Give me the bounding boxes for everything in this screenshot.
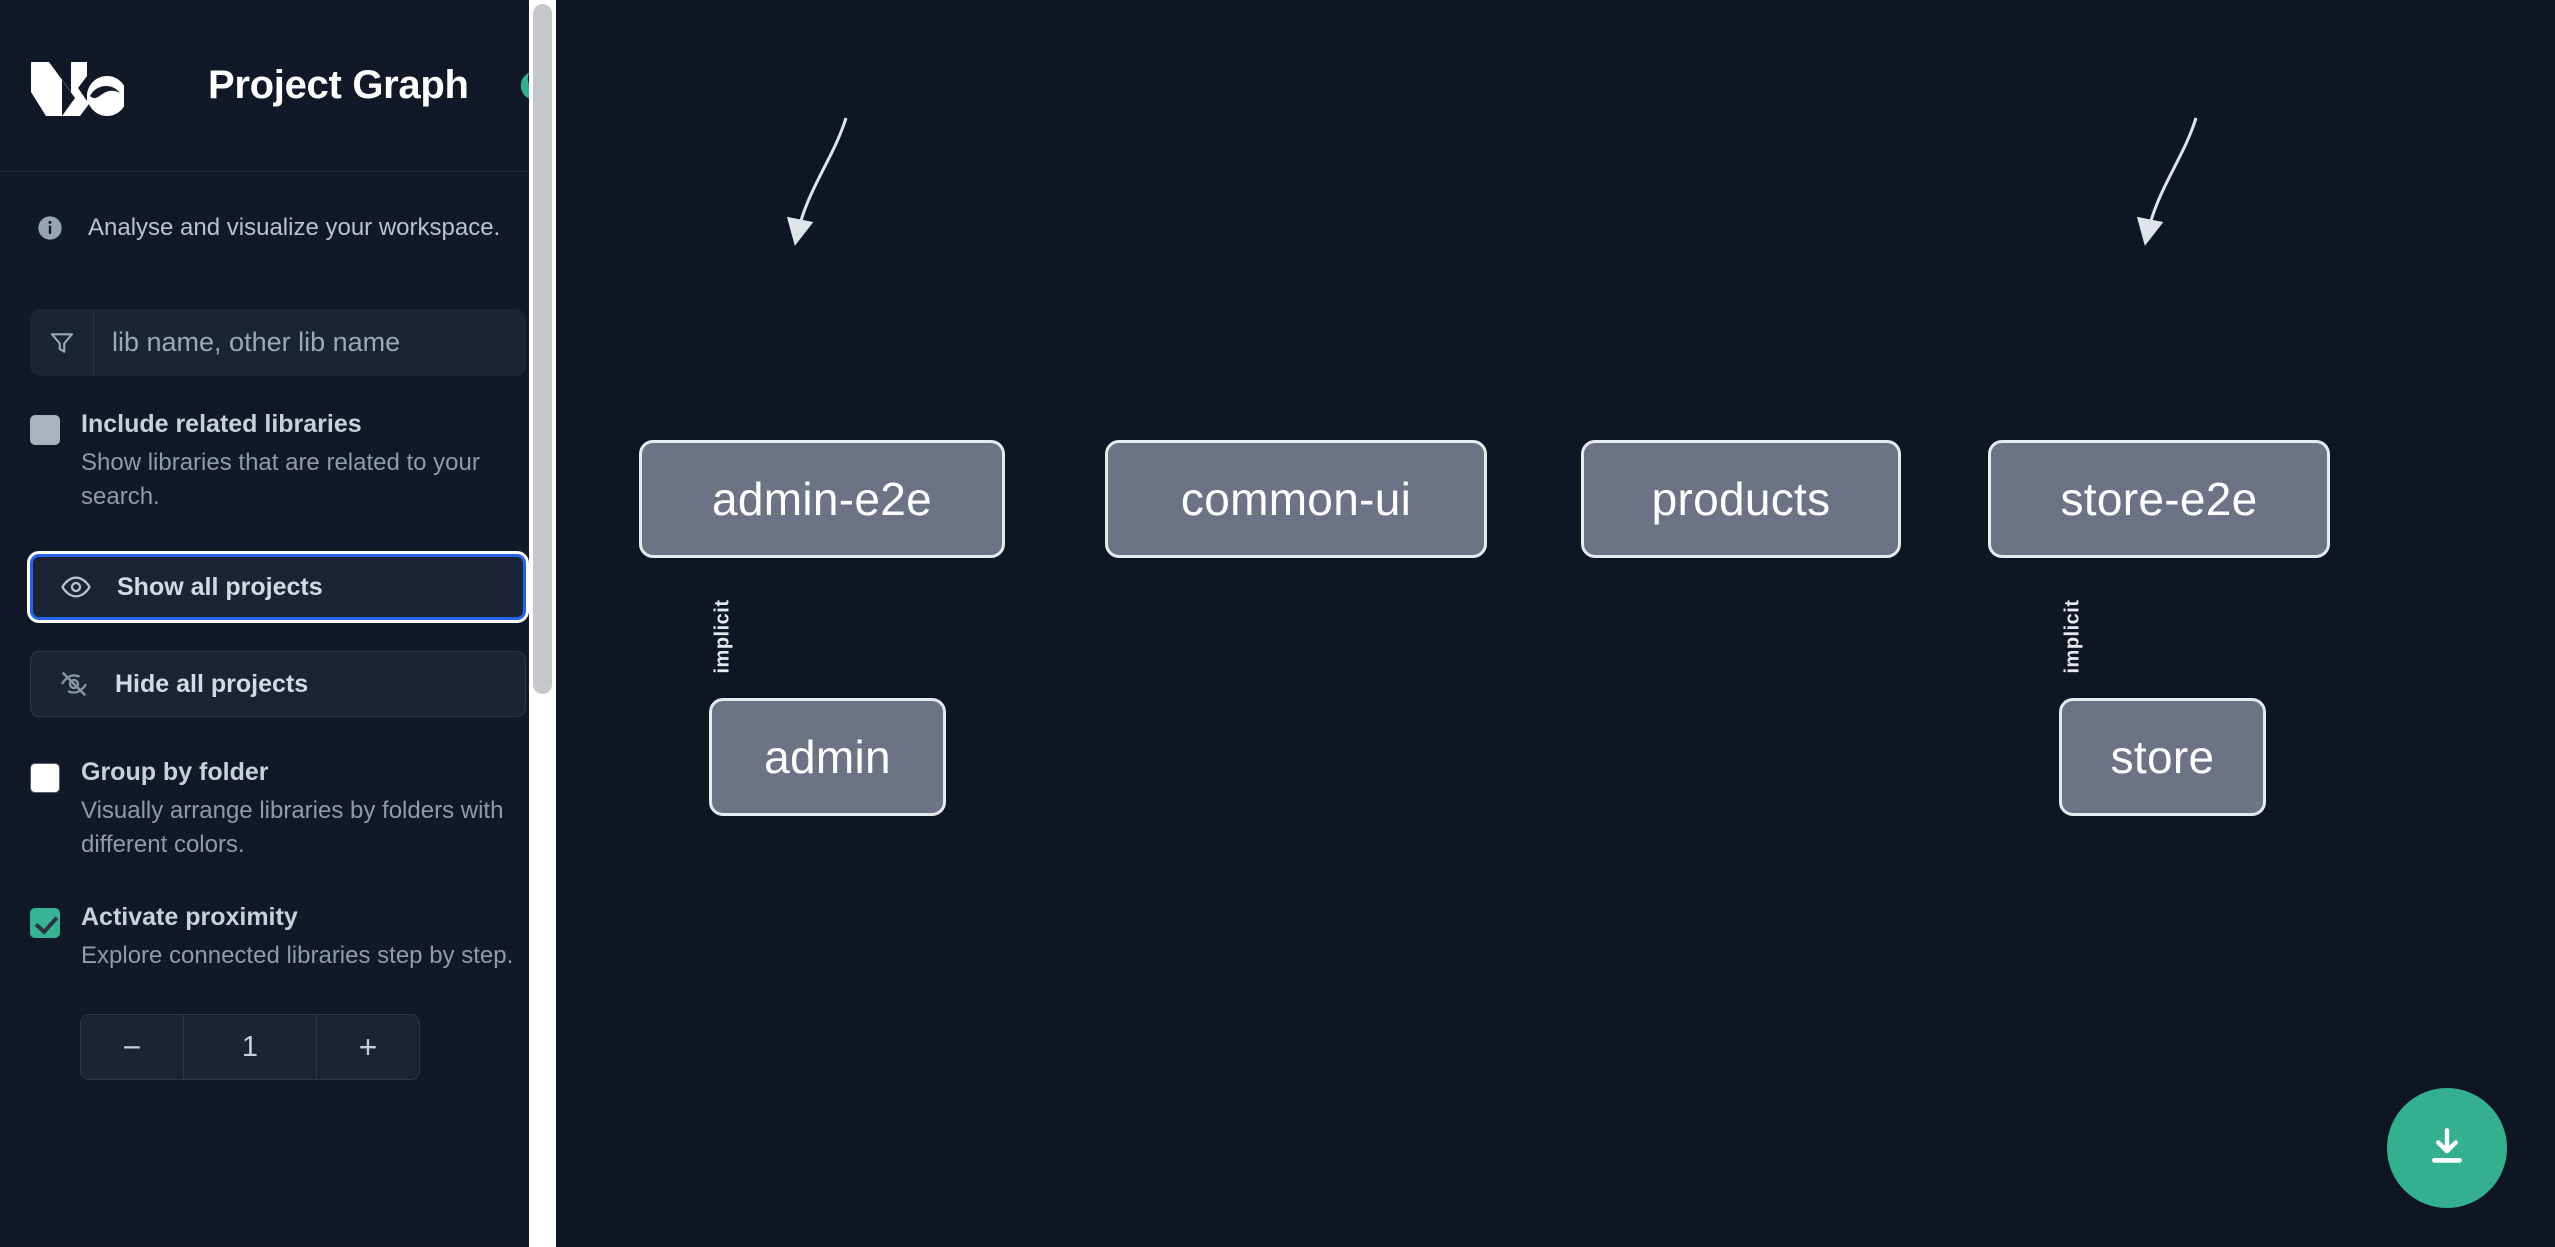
search-input[interactable] <box>94 309 526 376</box>
option-label: Group by folder <box>81 758 269 787</box>
graph-node-admin[interactable]: admin <box>709 698 946 816</box>
graph-node-products[interactable]: products <box>1581 440 1901 558</box>
graph-node-common-ui[interactable]: common-ui <box>1105 440 1487 558</box>
eye-icon <box>59 570 93 604</box>
option-group-by-folder: Group by folder Visually arrange librari… <box>30 757 526 862</box>
node-label: common-ui <box>1180 473 1412 525</box>
info-icon <box>36 214 64 242</box>
download-icon <box>2422 1122 2472 1175</box>
sidebar: Project Graph Analyse and visualize your… <box>0 0 556 1247</box>
option-label: Include related libraries <box>81 410 362 438</box>
tagline-text: Analyse and visualize your workspace. <box>88 214 501 241</box>
page-title: Project Graph <box>208 63 469 107</box>
option-description: Visually arrange libraries by folders wi… <box>81 797 504 859</box>
proximity-decrement-button[interactable]: − <box>81 1015 184 1080</box>
proximity-stepper: − 1 + <box>80 1014 420 1081</box>
option-label: Activate proximity <box>81 903 298 932</box>
funnel-icon <box>30 309 94 376</box>
hide-all-projects-button[interactable]: Hide all projects <box>30 651 526 718</box>
nx-logo <box>28 52 127 120</box>
sidebar-header: Project Graph <box>0 0 556 172</box>
checkbox-include-related-libraries[interactable] <box>30 415 60 445</box>
button-label: Hide all projects <box>115 669 309 698</box>
checkbox-activate-proximity[interactable] <box>30 908 60 939</box>
proximity-increment-button[interactable]: + <box>316 1015 419 1080</box>
eye-off-icon <box>57 667 91 701</box>
tagline: Analyse and visualize your workspace. <box>36 214 526 242</box>
option-description: Show libraries that are related to your … <box>81 449 480 511</box>
option-description: Explore connected libraries step by step… <box>81 942 514 970</box>
filter-row <box>30 309 526 376</box>
node-label: admin <box>764 731 891 783</box>
option-include-related-libraries: Include related libraries Show libraries… <box>30 409 526 514</box>
graph-node-store[interactable]: store <box>2059 698 2266 816</box>
graph-canvas[interactable]: admin-e2e common-ui products store-e2e a… <box>556 0 2555 1247</box>
edge-label-admin-e2e-to-admin: implicit <box>711 599 734 674</box>
node-label: admin-e2e <box>711 473 933 525</box>
graph-node-admin-e2e[interactable]: admin-e2e <box>639 440 1005 558</box>
sidebar-scrollbar[interactable] <box>529 0 556 1247</box>
graph-node-store-e2e[interactable]: store-e2e <box>1988 440 2330 558</box>
checkbox-group-by-folder[interactable] <box>30 763 60 794</box>
show-all-projects-button[interactable]: Show all projects <box>30 554 526 621</box>
sidebar-body: Analyse and visualize your workspace. In… <box>0 214 556 1081</box>
node-label: store <box>2110 731 2215 783</box>
node-label: store-e2e <box>2060 473 2258 525</box>
edge-label-store-e2e-to-store: implicit <box>2061 599 2084 674</box>
option-activate-proximity: Activate proximity Explore connected lib… <box>30 902 526 973</box>
sidebar-scrollbar-thumb[interactable] <box>533 4 552 694</box>
graph-edges <box>786 117 2198 246</box>
node-label: products <box>1651 473 1831 525</box>
button-label: Show all projects <box>117 572 323 601</box>
proximity-value: 1 <box>241 1030 259 1063</box>
download-button[interactable] <box>2387 1088 2507 1208</box>
